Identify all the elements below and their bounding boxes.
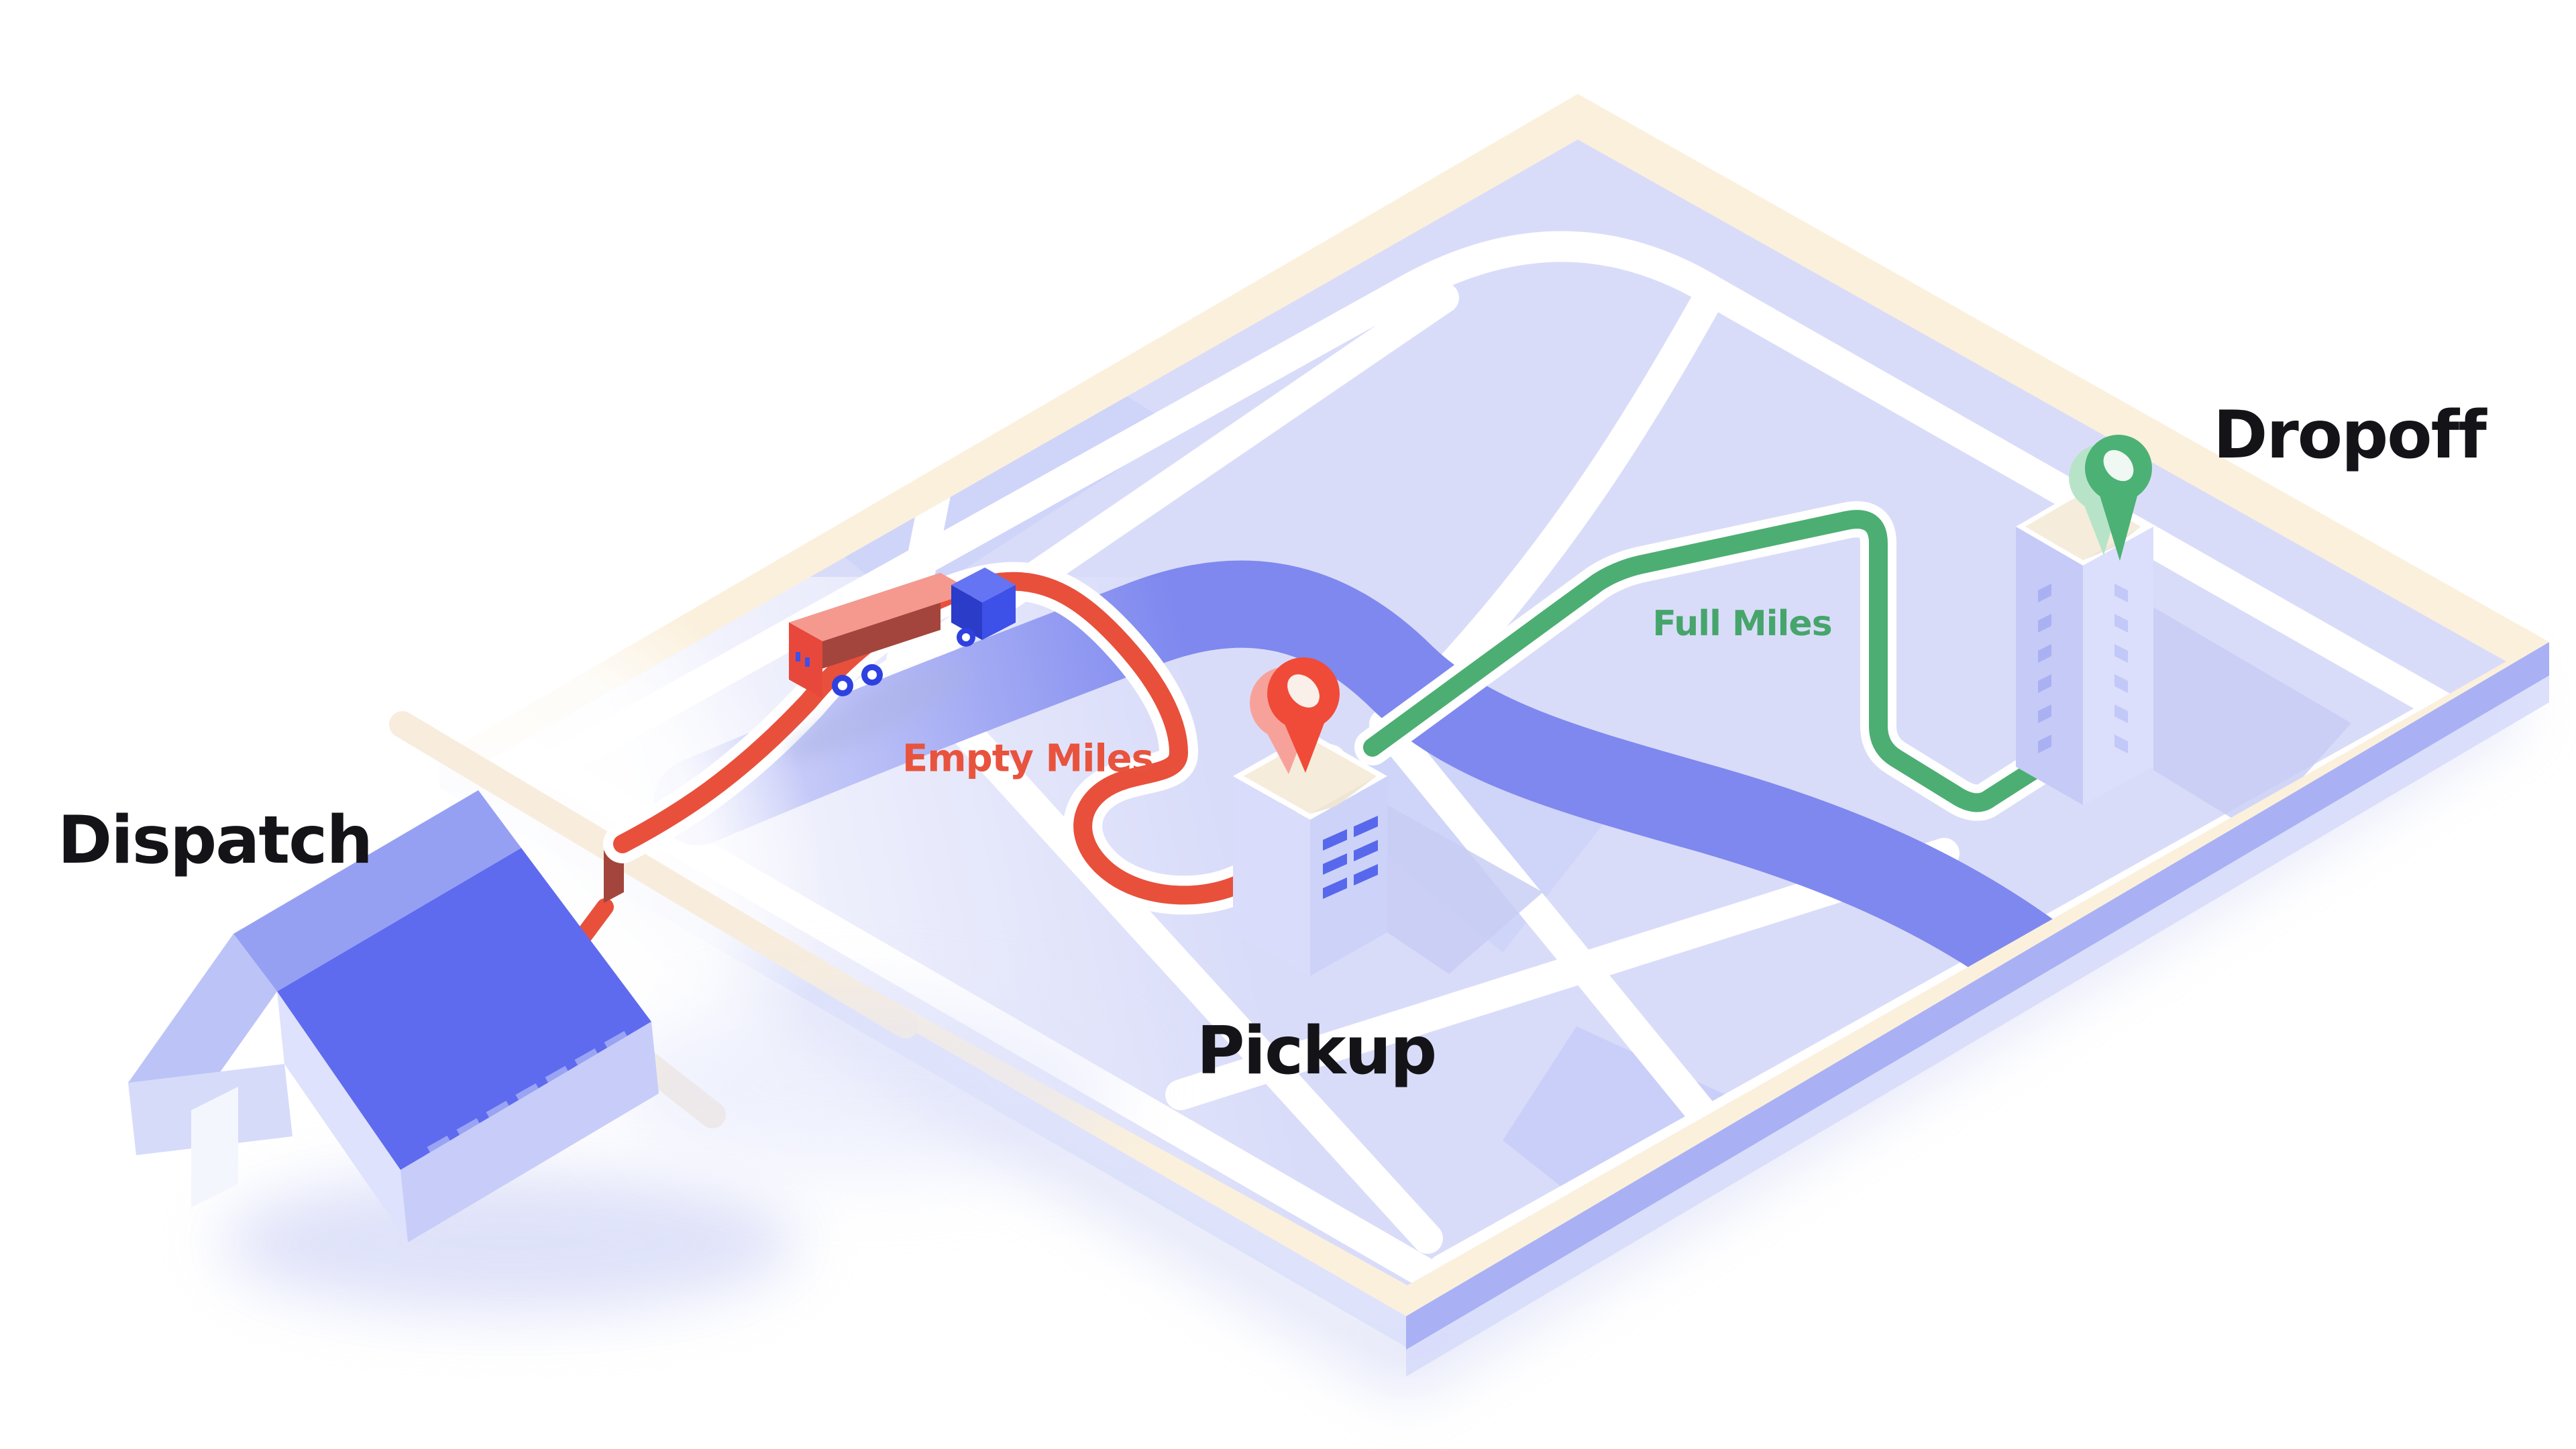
pickup-building [1233, 657, 1543, 976]
pickup-building-shadow [1387, 805, 1543, 974]
wall-front [277, 991, 408, 1242]
garage-door [191, 1087, 238, 1208]
trailer-top [789, 573, 974, 641]
cab-roof [951, 568, 1016, 602]
dropoff-wall-left [2016, 527, 2083, 805]
pickup-roof-shade [1310, 776, 1377, 814]
full-miles-route [1354, 501, 2090, 821]
dropoff-pin-icon [2069, 435, 2152, 561]
roof-main-slope [277, 848, 651, 1170]
pickup-wall-left [1233, 776, 1310, 976]
tail-light [805, 657, 810, 667]
tail-light [796, 652, 800, 661]
map-side-face-right-light [1406, 676, 2549, 1377]
cab-window [951, 585, 982, 640]
truck-shadow [787, 666, 971, 759]
dropoff-building-shadow [2153, 607, 2351, 832]
dropoff-windows-right [2114, 584, 2128, 753]
dispatch-label: Dispatch [57, 802, 373, 879]
full-route-line [1363, 510, 2081, 812]
pickup-windows [1323, 816, 1378, 899]
map-side-face-right [1406, 642, 2549, 1350]
wall-right-end [400, 1022, 659, 1242]
truck-icon [787, 568, 1016, 759]
dropoff-building [2016, 435, 2351, 832]
dispatch-warehouse [128, 790, 1120, 1313]
truck-wheels [832, 628, 975, 696]
dropoff-windows-left [2038, 584, 2051, 753]
empty-miles-label: Empty Miles [902, 737, 1154, 781]
pickup-label: Pickup [1196, 1013, 1438, 1089]
roof-back-slope [233, 790, 521, 991]
dropoff-label: Dropoff [2213, 397, 2487, 474]
warehouse-shadow-wide [610, 1000, 1120, 1174]
cab-front [982, 585, 1016, 640]
roof-skylight-dashes [427, 1030, 629, 1156]
pickup-pin-icon [1250, 657, 1340, 774]
warehouse-shadow [221, 1172, 798, 1313]
dropoff-wall-right [2083, 527, 2153, 805]
full-miles-label: Full Miles [1652, 604, 1832, 644]
